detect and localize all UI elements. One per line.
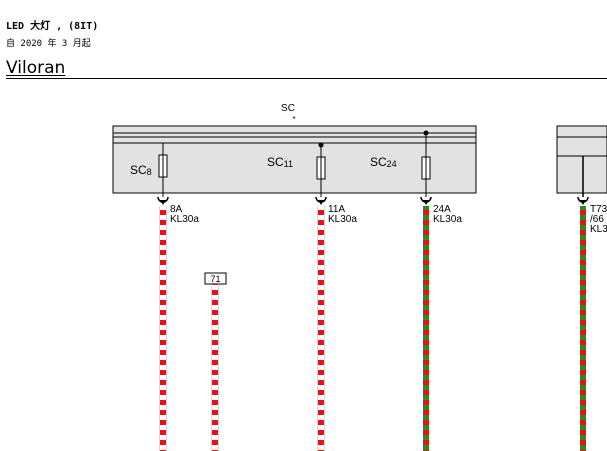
connector-24a-label: 24A bbox=[433, 204, 451, 215]
terminal-24a-label: KL30a bbox=[433, 214, 462, 225]
fuse-sc11-prefix: SC bbox=[267, 155, 284, 169]
terminal-8a-label: KL30a bbox=[170, 214, 199, 225]
fuse-sc8-label: SC8 bbox=[130, 163, 152, 177]
connector-24a-symbol bbox=[420, 196, 432, 205]
connector-t73-symbol bbox=[577, 196, 589, 205]
fuse-sc24-number: 24 bbox=[387, 159, 397, 169]
wire-11a[interactable] bbox=[317, 206, 325, 451]
terminal-11a-label: KL30a bbox=[328, 214, 357, 225]
diagram-title: LED 大灯 , (8IT) bbox=[6, 21, 99, 32]
connector-8a-symbol bbox=[157, 196, 169, 205]
connector-t73-pin: /66 bbox=[590, 214, 604, 225]
fuse-sc8[interactable]: SC8 bbox=[130, 143, 168, 197]
fuse-sc11[interactable]: SC11 bbox=[267, 142, 326, 198]
fuse-box bbox=[112, 125, 477, 194]
connector-11a-symbol bbox=[315, 196, 327, 205]
wire-24a[interactable] bbox=[423, 206, 429, 451]
fuse-sc24[interactable]: SC24 bbox=[370, 130, 431, 198]
connector-11a-label: 11A bbox=[328, 204, 345, 215]
box-sub: * bbox=[292, 115, 295, 124]
wire-t73[interactable] bbox=[580, 206, 586, 451]
fuse-sc11-number: 11 bbox=[284, 159, 293, 169]
right-fuse-box bbox=[556, 125, 607, 197]
fuse-sc8-prefix: SC bbox=[130, 163, 147, 177]
fuse-sc24-prefix: SC bbox=[370, 155, 387, 169]
fuse-sc24-label: SC24 bbox=[370, 155, 397, 169]
box-label: SC bbox=[281, 103, 295, 114]
fuse-sc11-label: SC11 bbox=[267, 155, 293, 169]
connector-8a-label: 8A bbox=[170, 204, 183, 215]
connector-t73-label: T73 bbox=[590, 204, 607, 215]
wire-8a[interactable] bbox=[159, 206, 167, 451]
wire-71[interactable]: 71 bbox=[204, 272, 227, 451]
model-name: Viloran bbox=[6, 58, 66, 78]
wire-71-tag: 71 bbox=[210, 274, 220, 284]
date-range: 自 2020 年 3 月起 bbox=[6, 39, 91, 49]
terminal-t73-label: KL3 bbox=[590, 224, 607, 235]
header-divider bbox=[6, 78, 607, 79]
fuse-sc8-number: 8 bbox=[147, 167, 152, 177]
